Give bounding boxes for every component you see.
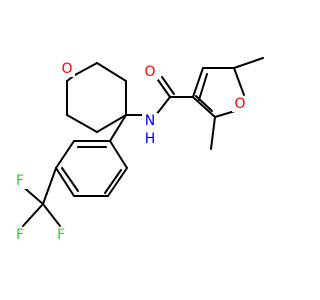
bonds — [20, 57, 264, 227]
amide-nitrogen-label: N — [145, 113, 155, 129]
bond-ph-2 — [107, 167, 128, 197]
bond-furan-c3-c4-inner — [198, 73, 208, 101]
molecule-canvas: O N H O O F F F — [12, 57, 264, 243]
bond-ph-1 — [109, 140, 128, 169]
bond-furan-c2-c3-inner — [195, 95, 213, 112]
bond-n-carbonyl — [155, 96, 171, 116]
bond-pyran-2 — [96, 62, 127, 82]
bond-furan-c3-c4 — [192, 67, 204, 98]
bond-ph-4-inner — [61, 167, 79, 192]
bond-ph-4 — [55, 167, 75, 197]
furan-oxygen-label: O — [234, 96, 245, 112]
bond-furan-c2-c3 — [192, 96, 216, 118]
bond-ph-5 — [55, 140, 75, 169]
bond-furan-c5-o — [233, 67, 245, 96]
pyran-oxygen-label: O — [61, 61, 72, 77]
bond-ph-2-inner — [104, 169, 122, 194]
atom-labels: O N H O O F F F — [12, 61, 248, 243]
bond-ph-cf3 — [42, 167, 57, 205]
bond-carbonyl-double-1 — [157, 79, 171, 98]
bond-c4-phenyl — [109, 114, 127, 142]
fluorine-3-label: F — [57, 227, 65, 243]
amide-hydrogen-label: H — [145, 131, 156, 147]
bond-carbonyl-double-2 — [161, 76, 175, 95]
bond-methyl-c5 — [233, 57, 264, 69]
bond-furan-o-c2 — [214, 110, 236, 118]
molecule-diagram: O N H O O F F F — [12, 57, 264, 243]
bond-cf3-f3 — [42, 203, 61, 227]
fluorine-2-label: F — [16, 227, 24, 243]
bond-pyran-1 — [74, 62, 98, 76]
bond-pyran-4 — [96, 114, 127, 133]
bond-methyl-c2 — [210, 116, 216, 150]
bond-cf3-f2 — [22, 203, 44, 227]
bond-pyran-5 — [66, 114, 98, 133]
carbonyl-oxygen-label: O — [144, 64, 155, 80]
fluorine-1-label: F — [16, 173, 24, 189]
